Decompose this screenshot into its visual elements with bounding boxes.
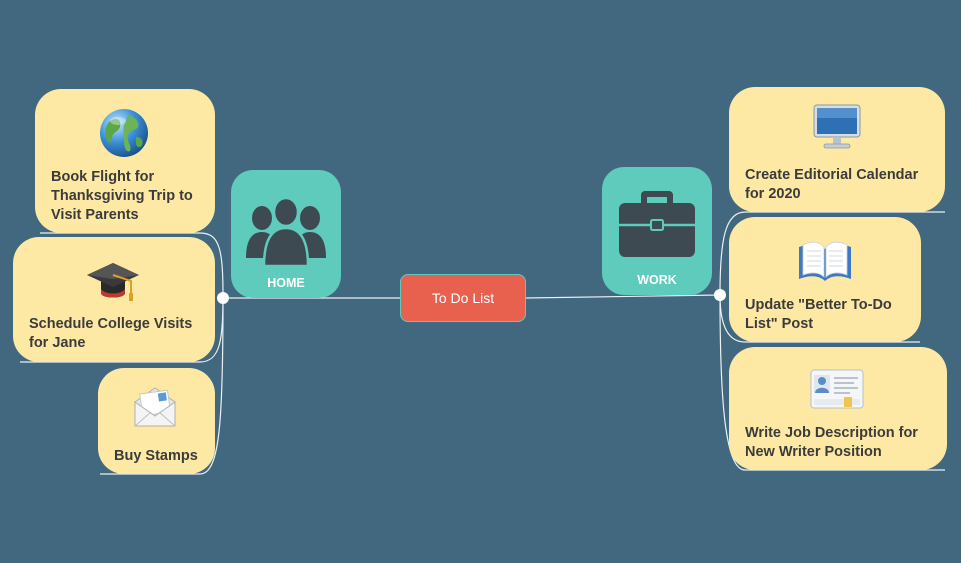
task-update-post[interactable]: Update "Better To-Do List" Post <box>729 217 921 342</box>
task-create-editorial-calendar-label: Create Editorial Calendar for 2020 <box>745 167 919 202</box>
task-update-post-label: Update "Better To-Do List" Post <box>745 297 892 332</box>
task-write-job-description[interactable]: Write Job Description for New Writer Pos… <box>729 347 947 470</box>
central-topic-label: To Do List <box>431 290 495 306</box>
category-home-label: HOME <box>267 276 305 290</box>
task-book-flight[interactable]: Book Flight for Thanksgiving Trip to Vis… <box>35 89 215 233</box>
category-work-label: WORK <box>637 273 677 287</box>
open-book-icon <box>799 241 851 281</box>
people-group-icon <box>246 196 326 268</box>
task-create-editorial-calendar[interactable]: Create Editorial Calendar for 2020 <box>729 87 945 212</box>
category-work[interactable]: WORK <box>602 167 712 295</box>
task-schedule-college-visits[interactable]: Schedule College Visits for Jane <box>13 237 215 362</box>
task-book-flight-label: Book Flight for Thanksgiving Trip to Vis… <box>51 169 193 223</box>
computer-monitor-icon <box>813 104 861 149</box>
graduation-cap-icon <box>87 263 139 301</box>
envelope-icon <box>134 387 176 427</box>
globe-icon <box>100 109 148 157</box>
task-write-job-description-label: Write Job Description for New Writer Pos… <box>745 425 918 460</box>
briefcase-icon <box>619 191 695 257</box>
task-schedule-college-visits-label: Schedule College Visits for Jane <box>29 316 193 351</box>
task-buy-stamps-label: Buy Stamps <box>114 448 198 464</box>
category-home[interactable]: HOME <box>231 170 341 298</box>
central-topic[interactable]: To Do List <box>400 274 526 322</box>
task-buy-stamps[interactable]: Buy Stamps <box>98 368 215 474</box>
id-card-icon <box>810 369 864 409</box>
